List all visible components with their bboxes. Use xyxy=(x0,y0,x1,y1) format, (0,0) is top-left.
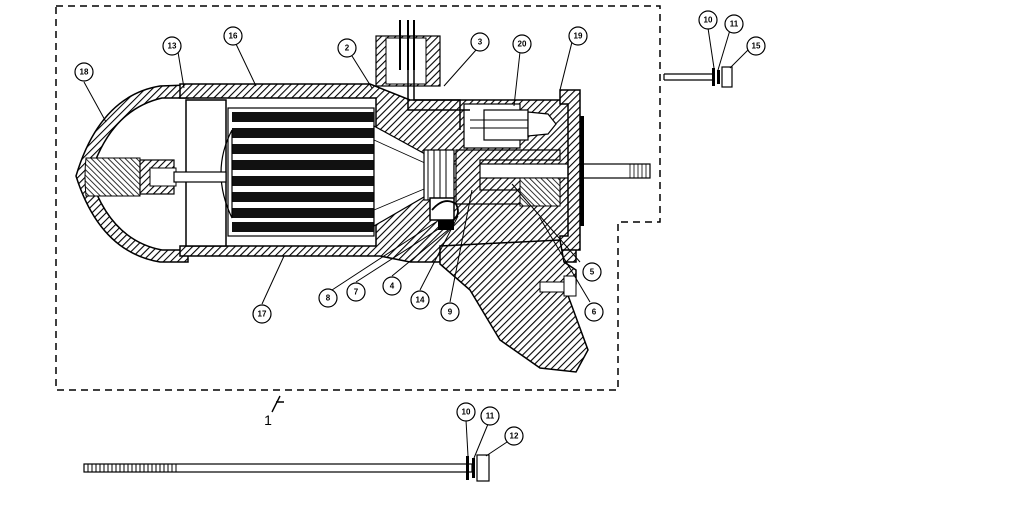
handle-grip xyxy=(439,239,589,373)
callout-9: 9 xyxy=(440,302,460,322)
callout-11-lower: 11 xyxy=(480,406,500,426)
callout-10-upper: 10 xyxy=(698,10,718,30)
nose-cone xyxy=(75,84,189,263)
svg-text:11: 11 xyxy=(730,20,739,29)
svg-text:1: 1 xyxy=(264,412,272,428)
nose-plug-bore xyxy=(149,167,177,187)
callout-13: 13 xyxy=(162,36,182,56)
svg-text:4: 4 xyxy=(390,282,395,291)
assembly-label: 1 xyxy=(264,395,284,428)
svg-text:13: 13 xyxy=(168,42,177,51)
svg-text:18: 18 xyxy=(80,68,89,77)
callout-11-upper: 11 xyxy=(724,14,744,34)
callout-12: 12 xyxy=(504,426,524,446)
callout-20: 20 xyxy=(512,34,532,54)
svg-text:10: 10 xyxy=(704,16,713,25)
svg-text:16: 16 xyxy=(229,32,238,41)
callout-15: 15 xyxy=(746,36,766,56)
callout-5: 5 xyxy=(582,262,602,282)
callout-10-lower: 10 xyxy=(456,402,476,422)
brush-assembly xyxy=(429,197,459,230)
long-tie-rod xyxy=(83,454,490,482)
svg-text:5: 5 xyxy=(590,268,595,277)
callout-19: 19 xyxy=(568,26,588,46)
svg-text:9: 9 xyxy=(448,308,453,317)
output-shaft xyxy=(453,163,651,179)
callout-8: 8 xyxy=(318,288,338,308)
svg-text:11: 11 xyxy=(486,412,495,421)
callout-16: 16 xyxy=(223,26,243,46)
callout-3: 3 xyxy=(470,32,490,52)
svg-text:20: 20 xyxy=(518,40,527,49)
svg-text:15: 15 xyxy=(752,42,761,51)
nose-cone-inner-fill xyxy=(84,157,141,197)
svg-text:12: 12 xyxy=(510,432,519,441)
svg-text:17: 17 xyxy=(258,310,267,319)
callout-6: 6 xyxy=(584,302,604,322)
callout-17: 17 xyxy=(252,304,272,324)
svg-text:10: 10 xyxy=(462,408,471,417)
svg-text:7: 7 xyxy=(354,288,359,297)
callout-7: 7 xyxy=(346,282,366,302)
front-bearing xyxy=(519,177,561,207)
svg-text:3: 3 xyxy=(478,38,483,47)
motor-shaft-rear xyxy=(173,171,227,183)
svg-text:19: 19 xyxy=(574,32,583,41)
short-tie-rod xyxy=(663,66,733,88)
commutator-bars xyxy=(427,150,447,200)
leader-lines xyxy=(83,27,753,459)
end-cap-plate xyxy=(580,116,584,226)
callout-14: 14 xyxy=(410,290,430,310)
terminal-block xyxy=(375,20,470,130)
motor-assembly xyxy=(75,20,651,373)
brush-holder xyxy=(463,103,557,149)
assembly-boundary xyxy=(55,5,661,391)
shaft-spline xyxy=(629,164,647,178)
svg-text:6: 6 xyxy=(592,308,597,317)
callout-2: 2 xyxy=(337,38,357,58)
handle-tab xyxy=(563,275,577,297)
callout-4: 4 xyxy=(382,276,402,296)
callout-18: 18 xyxy=(74,62,94,82)
svg-text:2: 2 xyxy=(345,44,350,53)
armature-windings xyxy=(232,112,374,232)
svg-text:8: 8 xyxy=(326,294,331,303)
svg-text:14: 14 xyxy=(416,296,425,305)
commutator xyxy=(423,149,455,201)
